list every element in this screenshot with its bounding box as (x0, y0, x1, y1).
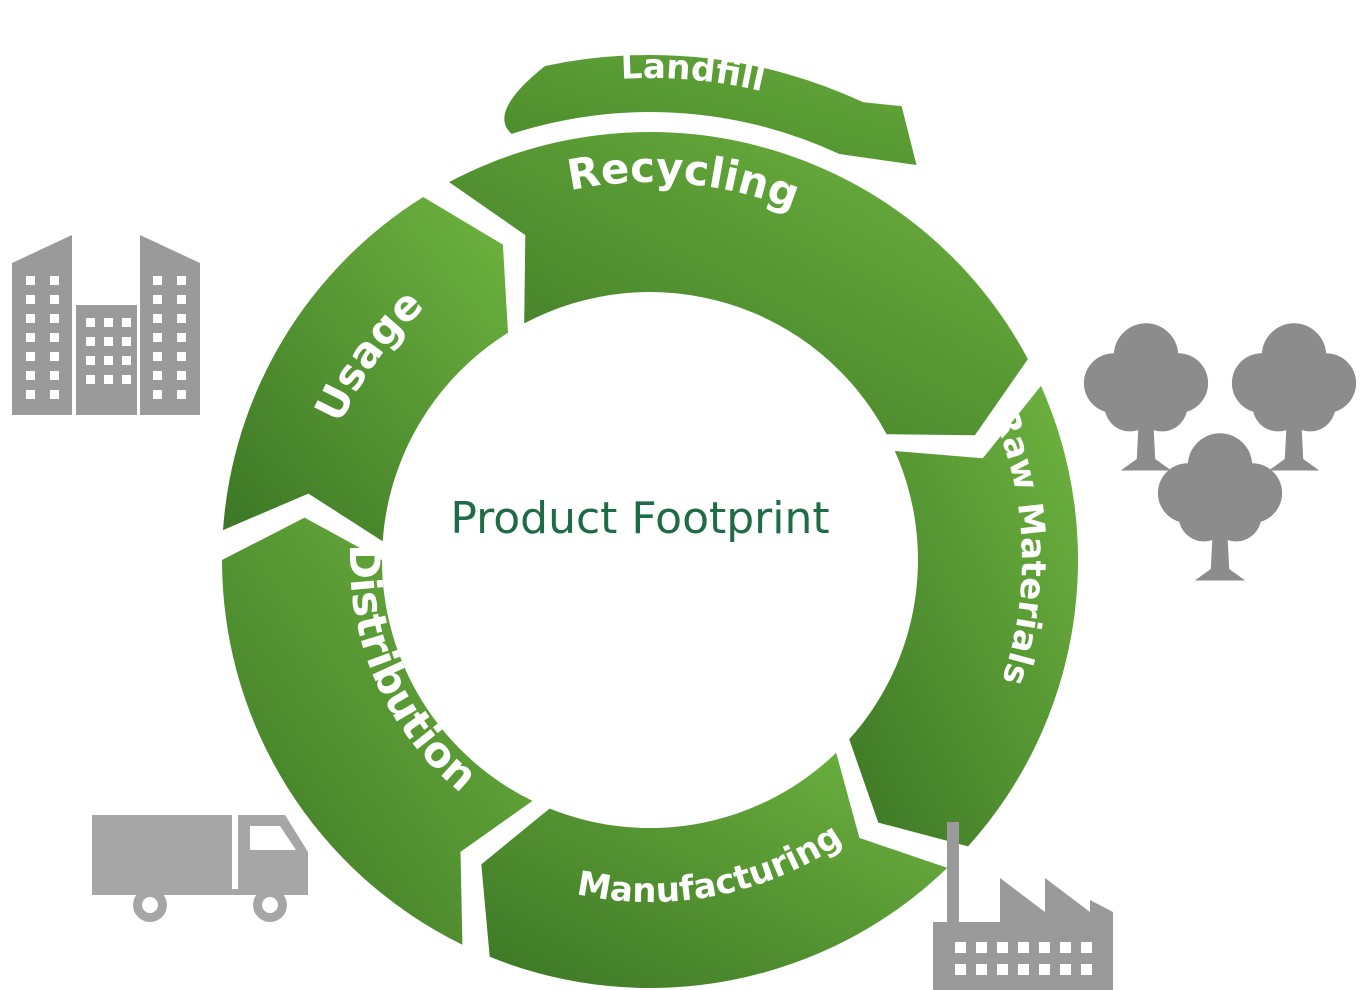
building-window (122, 375, 131, 384)
building-window (86, 375, 95, 384)
factory-window (1018, 942, 1029, 953)
stage-raw-materials-segment (849, 385, 1079, 847)
building-window (86, 318, 95, 327)
stage-manufacturing-segment (481, 752, 948, 988)
building-window (153, 371, 162, 380)
factory-window (1060, 942, 1071, 953)
stage-distribution-segment (222, 517, 533, 945)
building-window (104, 375, 113, 384)
city-buildings-icon (12, 235, 200, 415)
building-window (50, 314, 59, 323)
factory-window (1018, 964, 1029, 975)
building-window (50, 295, 59, 304)
building-window (153, 333, 162, 342)
factory-window (1081, 964, 1092, 975)
building-window (153, 390, 162, 399)
building-window (177, 314, 186, 323)
stage-usage-segment (223, 197, 508, 542)
building-window (122, 318, 131, 327)
building-window (104, 337, 113, 346)
building-window (26, 390, 35, 399)
stage-landfill-segment (504, 54, 917, 165)
building-window (177, 295, 186, 304)
building-window (50, 390, 59, 399)
building-window (50, 371, 59, 380)
factory-window (1039, 964, 1050, 975)
building-window (177, 352, 186, 361)
factory-window (976, 964, 987, 975)
building-window (153, 295, 162, 304)
factory-window (1039, 942, 1050, 953)
building-window (26, 352, 35, 361)
trees-icon (1083, 323, 1357, 581)
building-window (177, 371, 186, 380)
building-window (86, 356, 95, 365)
factory-window (955, 942, 966, 953)
lifecycle-ring (222, 132, 1079, 988)
factory-window (997, 964, 1008, 975)
center-title: Product Footprint (450, 493, 829, 544)
building-window (122, 356, 131, 365)
building-window (26, 371, 35, 380)
building-window (104, 318, 113, 327)
building-window (50, 352, 59, 361)
building-window (50, 276, 59, 285)
building-window (26, 333, 35, 342)
factory-window (955, 964, 966, 975)
stage-recycling-segment (449, 132, 1028, 436)
building-window (26, 295, 35, 304)
building-window (86, 337, 95, 346)
factory-window (1060, 964, 1071, 975)
building-window (104, 356, 113, 365)
building-window (177, 276, 186, 285)
building-window (153, 276, 162, 285)
building-window (153, 314, 162, 323)
factory-window (997, 942, 1008, 953)
factory-window (1081, 942, 1092, 953)
factory-window (976, 942, 987, 953)
building-window (26, 276, 35, 285)
delivery-truck-icon (92, 815, 308, 922)
building-window (177, 390, 186, 399)
building-window (50, 333, 59, 342)
building-window (153, 352, 162, 361)
building-window (122, 337, 131, 346)
building-window (177, 333, 186, 342)
factory-icon (933, 822, 1113, 990)
building-window (26, 314, 35, 323)
